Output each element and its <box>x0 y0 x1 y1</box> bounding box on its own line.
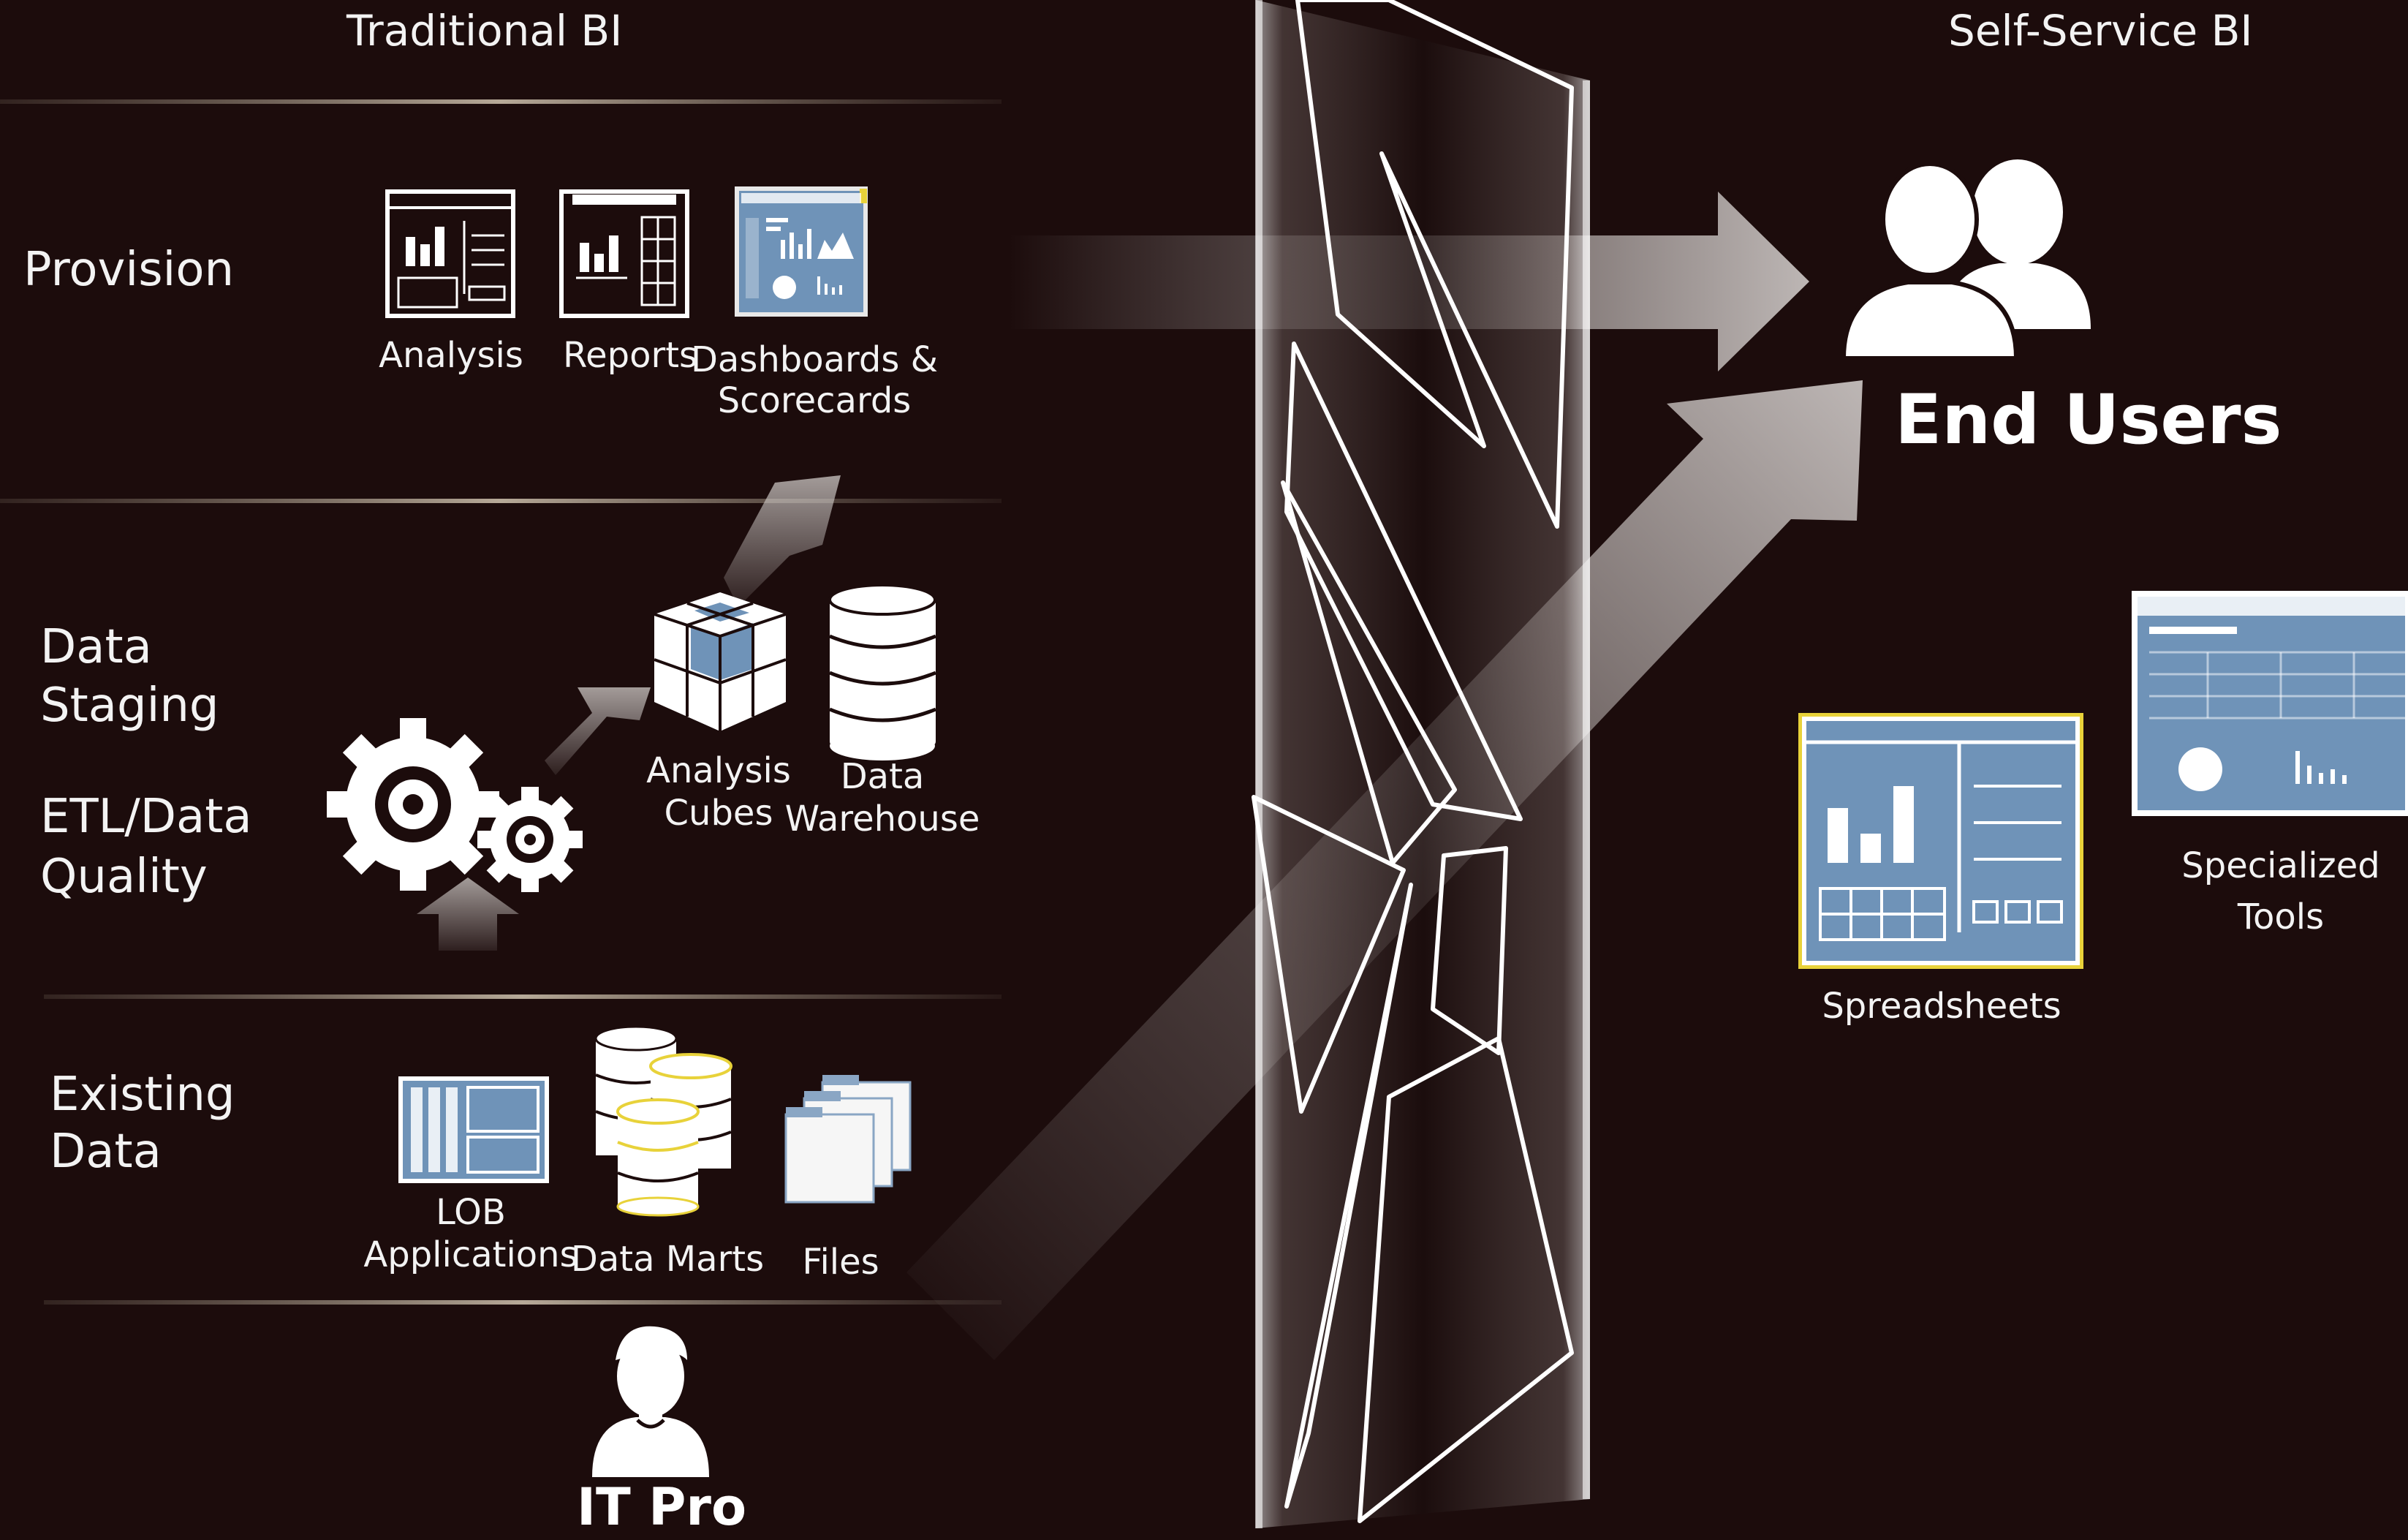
row-label-existing-line1: Existing <box>50 1068 235 1122</box>
gear-icon <box>327 718 499 891</box>
row-label-etl-line2: Quality <box>40 850 208 904</box>
label-it-pro: IT Pro <box>576 1477 747 1537</box>
label-files: Files <box>802 1242 879 1283</box>
data-marts-icon <box>594 1025 732 1217</box>
staging-arrows <box>417 475 841 951</box>
glass-wall <box>1252 0 1590 1528</box>
label-cubes-line2: Cubes <box>664 793 773 834</box>
separator-lines <box>0 99 1002 1305</box>
label-dashboards-line2: Scorecards <box>717 380 912 421</box>
label-spreadsheets: Spreadsheets <box>1822 986 2061 1027</box>
label-lob-line2: Applications <box>363 1234 578 1275</box>
files-icon <box>784 1075 912 1204</box>
label-reports: Reports <box>562 335 698 376</box>
label-end-users: End Users <box>1895 380 2282 460</box>
label-cubes-line1: Analysis <box>646 750 791 791</box>
it-pro-icon <box>592 1326 709 1477</box>
row-label-staging-line2: Staging <box>40 679 219 733</box>
label-specialized-line2: Tools <box>2237 897 2325 937</box>
label-dashboards-line1: Dashboards & <box>690 339 939 380</box>
spreadsheets-icon <box>1798 713 2083 969</box>
dashboards-icon <box>735 186 868 317</box>
self-service-bi-header: Self-Service BI <box>1948 6 2253 56</box>
data-warehouse-icon <box>828 584 936 760</box>
label-analysis: Analysis <box>379 335 523 376</box>
analysis-cubes-icon <box>654 592 787 731</box>
specialized-tools-icon <box>2132 591 2408 816</box>
end-users-icon <box>1841 159 2091 361</box>
gear-small-icon <box>477 787 583 892</box>
lob-applications-icon <box>398 1076 549 1183</box>
label-warehouse-line1: Data <box>840 756 925 797</box>
row-label-provision: Provision <box>23 243 235 297</box>
traditional-bi-header: Traditional BI <box>347 6 623 56</box>
label-specialized-line1: Specialized <box>2181 845 2380 886</box>
row-label-existing-line2: Data <box>50 1125 162 1179</box>
reports-icon <box>559 189 689 318</box>
label-lob-line1: LOB <box>436 1192 506 1233</box>
row-label-data-line1: Data <box>40 620 152 674</box>
label-data-marts: Data Marts <box>570 1239 765 1280</box>
label-warehouse-line2: Warehouse <box>784 799 980 839</box>
analysis-icon <box>385 189 515 318</box>
row-label-etl-line1: ETL/Data <box>40 790 252 844</box>
